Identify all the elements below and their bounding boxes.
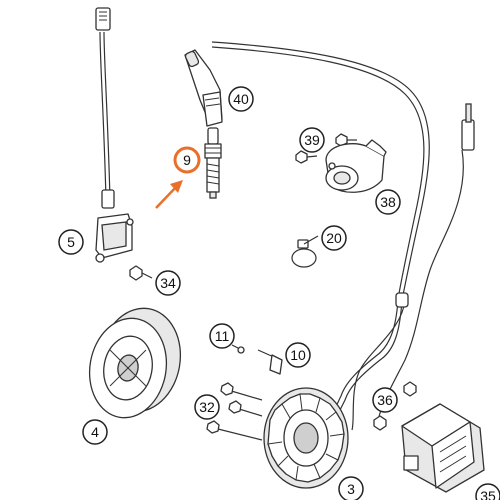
- callout-39-text: 39: [304, 132, 320, 148]
- bolts-32-part: [206, 382, 263, 441]
- callout-5-text: 5: [67, 234, 75, 250]
- callout-4-text: 4: [91, 424, 99, 440]
- cable-tie-part: [291, 235, 319, 268]
- callout-39: 39: [299, 127, 325, 153]
- regulator-part: [401, 403, 485, 493]
- callout-10-text: 10: [290, 347, 306, 363]
- callout-40: 40: [228, 86, 254, 112]
- callout-35-text: 35: [480, 488, 496, 500]
- callout-11: 11: [209, 323, 235, 349]
- callout-32-text: 32: [199, 399, 215, 415]
- callout-20: 20: [321, 225, 347, 251]
- callout-20-text: 20: [326, 230, 342, 246]
- callout-11-text: 11: [215, 328, 230, 344]
- callout-38: 38: [375, 189, 401, 215]
- callout-3: 3: [338, 476, 364, 500]
- callout-36-text: 36: [377, 392, 393, 408]
- bracket-10-part: [257, 349, 283, 375]
- flywheel-part: [88, 307, 182, 419]
- callout-9: 9: [173, 146, 201, 174]
- screw-11-part: [231, 344, 245, 354]
- spark-plug-part: [204, 127, 222, 199]
- kill-switch-cable: [95, 7, 115, 209]
- callout-35: 35: [475, 483, 500, 500]
- callout-34: 34: [155, 270, 181, 296]
- callout-3-text: 3: [347, 481, 355, 497]
- callout-9-text: 9: [183, 152, 191, 168]
- bolt-34-part: [129, 265, 153, 281]
- callout-32: 32: [194, 394, 220, 420]
- callout-36: 36: [372, 387, 398, 413]
- pickup-connector-wire: [377, 103, 475, 421]
- callout-34-text: 34: [160, 275, 176, 291]
- callout-4: 4: [82, 419, 108, 445]
- callout-38-text: 38: [380, 194, 396, 210]
- stator-part: [263, 387, 349, 489]
- ignition-coil-part: [325, 139, 387, 193]
- highlight-arrow: [155, 180, 183, 209]
- bolt-39-part: [295, 133, 357, 164]
- callout-5: 5: [58, 229, 84, 255]
- nuts-36-part: [373, 381, 417, 431]
- callout-10: 10: [285, 342, 311, 368]
- ignition-cable: [211, 41, 430, 431]
- relay-switch-part: [95, 213, 134, 263]
- callout-40-text: 40: [233, 91, 249, 107]
- spark-plug-cap-part: [184, 49, 223, 127]
